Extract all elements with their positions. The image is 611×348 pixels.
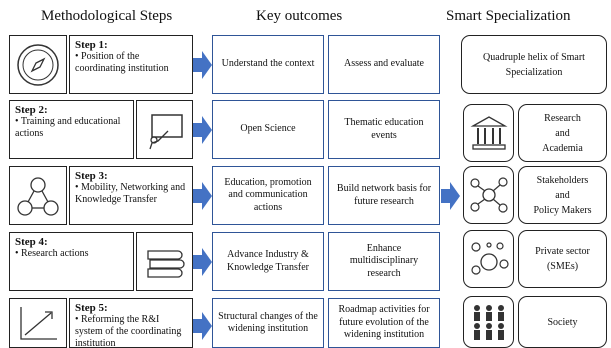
whiteboard-icon xyxy=(136,100,193,159)
label-line: Policy Makers xyxy=(533,204,592,216)
quadruple-helix-box: Quadruple helix of Smart Specialization xyxy=(461,35,607,94)
step-desc: • Reforming the R&I system of the coordi… xyxy=(75,314,182,348)
books-icon xyxy=(136,232,193,291)
bubbles-icon xyxy=(463,230,514,288)
outcome-box: Open Science xyxy=(212,100,324,159)
step-2-box: Step 2: • Training and educational actio… xyxy=(9,100,134,159)
label-line: and xyxy=(555,189,570,201)
step-desc: • Position of the coordinating instituti… xyxy=(75,51,169,74)
step-5-box: Step 5: • Reforming the R&I system of th… xyxy=(69,298,193,348)
right-arrow-icon xyxy=(193,116,212,144)
step-desc: • Mobility, Networking and Knowledge Tra… xyxy=(75,182,186,205)
label-line: Stakeholders xyxy=(536,174,589,186)
smart-header: Smart Specialization xyxy=(446,8,571,24)
outcome-box: Roadmap activities for future evolution … xyxy=(328,298,440,348)
label-line: Academia xyxy=(542,142,583,154)
outcomes-header: Key outcomes xyxy=(256,8,343,24)
step-desc: • Research actions xyxy=(15,248,89,259)
label-line: (SMEs) xyxy=(546,261,579,272)
step-3-box: Step 3: • Mobility, Networking and Knowl… xyxy=(69,166,193,225)
step-title: Step 2: xyxy=(15,104,48,116)
step-title: Step 3: xyxy=(75,170,108,182)
step-title: Step 1: xyxy=(75,39,108,51)
outcome-box: Structural changes of the widening insti… xyxy=(212,298,324,348)
institution-building-icon xyxy=(463,104,514,162)
label-line: Private sector xyxy=(535,246,590,257)
step-title: Step 5: xyxy=(75,302,108,314)
network-people-icon xyxy=(9,166,67,225)
growth-chart-icon xyxy=(9,298,67,348)
right-arrow-icon xyxy=(193,312,212,340)
right-arrow-icon xyxy=(193,248,212,276)
outcome-box: Thematic education events xyxy=(328,100,440,159)
step-4-box: Step 4: • Research actions xyxy=(9,232,134,291)
stakeholders-box: Stakeholders and Policy Makers xyxy=(518,166,607,224)
outcome-box: Advance Industry & Knowledge Transfer xyxy=(212,232,324,291)
step-title: Step 4: xyxy=(15,236,48,248)
research-academia-box: Research and Academia xyxy=(518,104,607,162)
label-line: and xyxy=(555,127,570,139)
right-arrow-icon xyxy=(193,51,212,79)
compass-icon xyxy=(9,35,67,94)
steps-header: Methodological Steps xyxy=(41,8,173,24)
step-1-box: Step 1: • Position of the coordinating i… xyxy=(69,35,193,94)
right-arrow-icon xyxy=(441,182,460,210)
outcome-box: Build network basis for future research xyxy=(328,166,440,225)
right-arrow-icon xyxy=(193,182,212,210)
outcome-box: Understand the context xyxy=(212,35,324,94)
network-icon xyxy=(463,166,514,224)
outcome-box: Enhance multidisciplinary research xyxy=(328,232,440,291)
step-desc: • Training and educational actions xyxy=(15,116,121,139)
private-sector-box: Private sector (SMEs) xyxy=(518,230,607,288)
label-line: Research xyxy=(544,112,581,124)
society-box: Society xyxy=(518,296,607,348)
people-group-icon xyxy=(463,296,514,348)
outcome-box: Education, promotion and communication a… xyxy=(212,166,324,225)
outcome-box: Assess and evaluate xyxy=(328,35,440,94)
